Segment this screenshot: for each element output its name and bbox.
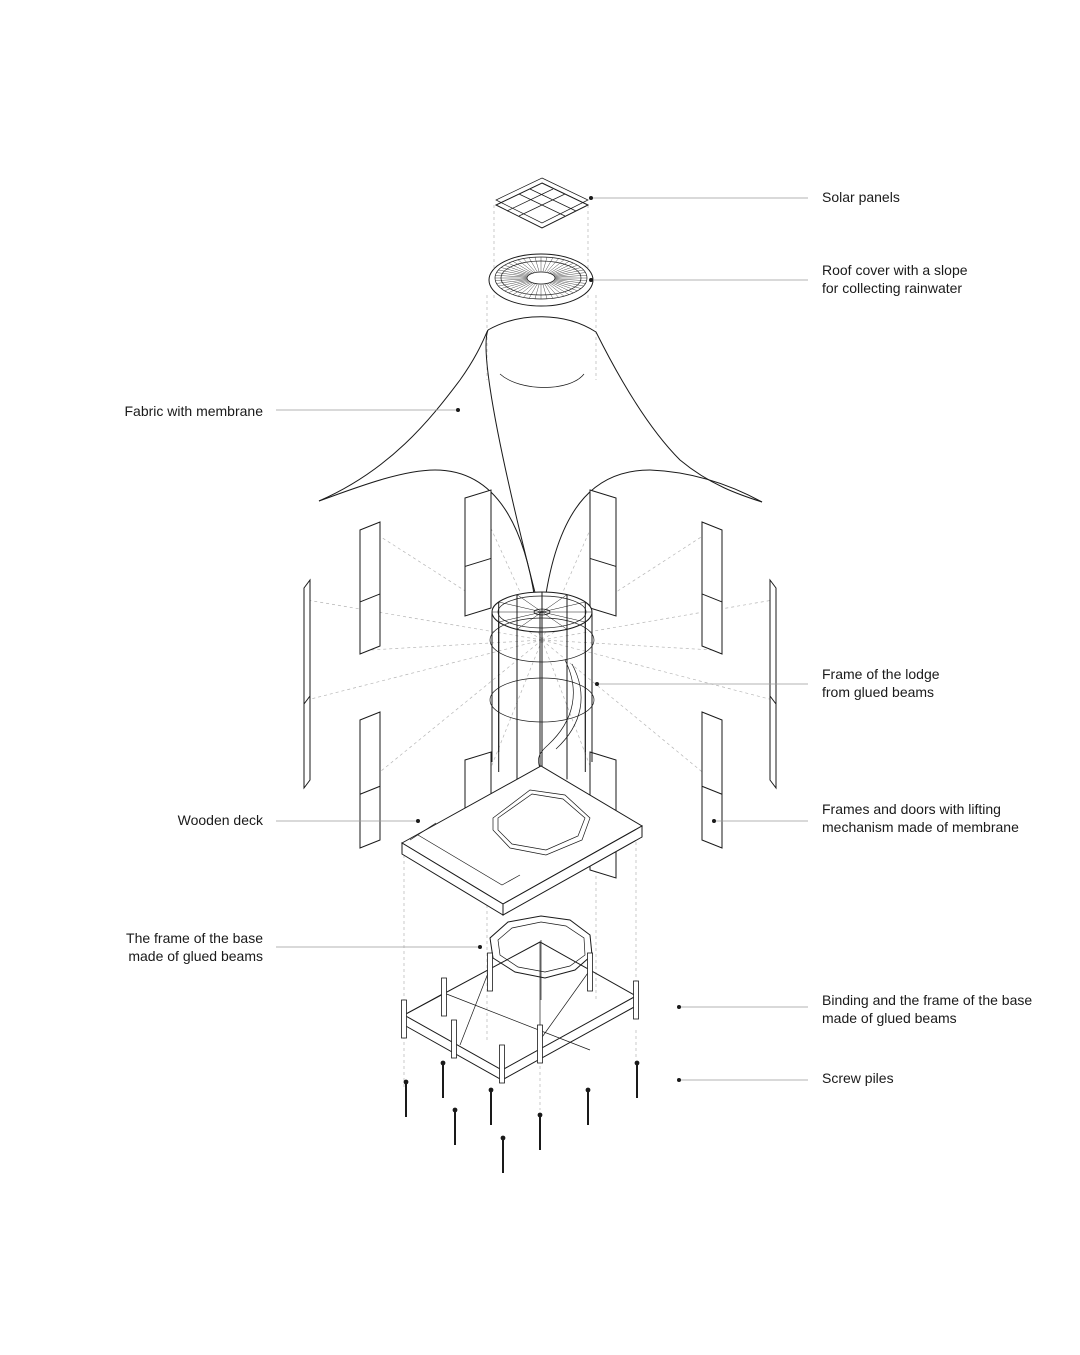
label-binding-frame: Binding and the frame of the base made o…	[822, 991, 1032, 1027]
label-solar-panels: Solar panels	[822, 188, 900, 206]
label-line: made of glued beams	[128, 948, 263, 964]
label-roof-cover: Roof cover with a slope for collecting r…	[822, 261, 968, 297]
label-line: Frame of the lodge	[822, 666, 940, 682]
label-line: Binding and the frame of the base	[822, 992, 1033, 1008]
label-line: Roof cover with a slope	[822, 262, 968, 278]
label-line: made of glued beams	[822, 1010, 957, 1026]
label-screw-piles: Screw piles	[822, 1069, 894, 1087]
alignment-guides	[403, 205, 637, 1110]
label-frames-doors: Frames and doors with lifting mechanism …	[822, 800, 1019, 836]
label-line: for collecting rainwater	[822, 280, 963, 296]
label-base-frame: The frame of the base made of glued beam…	[126, 929, 263, 965]
label-line: from glued beams	[822, 684, 935, 700]
leader-lines	[276, 196, 808, 1082]
roof-cover-drawing	[488, 253, 594, 307]
solar-panels-drawing	[494, 177, 590, 229]
base-ring-drawing	[489, 915, 593, 1000]
label-line: mechanism made of membrane	[822, 819, 1019, 835]
screw-piles-drawing	[403, 1060, 640, 1173]
fabric-membrane-drawing	[318, 316, 763, 613]
lodge-frame-drawing	[489, 591, 595, 782]
wooden-deck-drawing	[401, 765, 643, 916]
label-line: Wooden deck	[177, 812, 263, 828]
label-line: Screw piles	[822, 1070, 894, 1086]
label-line: The frame of the base	[126, 930, 263, 946]
label-line: Fabric with membrane	[124, 403, 264, 419]
label-line: Solar panels	[822, 189, 900, 205]
label-fabric: Fabric with membrane	[125, 402, 264, 420]
label-lodge-frame: Frame of the lodge from glued beams	[822, 665, 940, 701]
binding-frame-drawing	[401, 941, 639, 1084]
label-wooden-deck: Wooden deck	[178, 811, 263, 829]
label-line: Frames and doors with lifting	[822, 801, 1001, 817]
